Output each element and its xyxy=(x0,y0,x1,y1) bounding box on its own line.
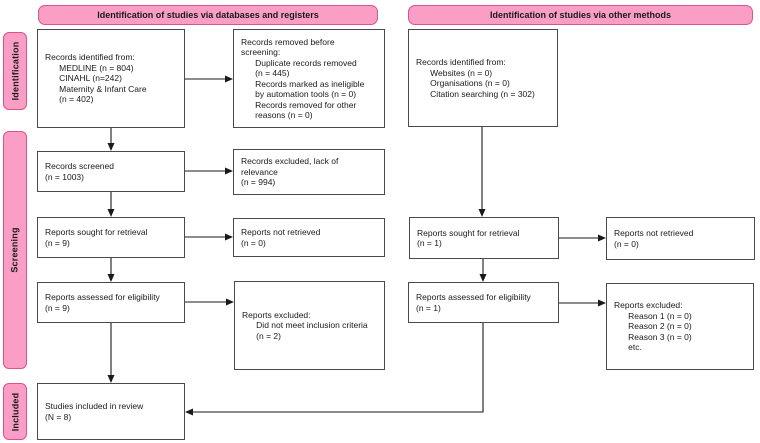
banner-other-methods: Identification of studies via other meth… xyxy=(408,5,753,25)
box-text-line: by automation tools (n = 0) xyxy=(241,89,357,99)
box-text-line: Reports assessed for eligibility xyxy=(416,292,531,302)
box-text-line: Reason 2 (n = 0) xyxy=(614,321,692,332)
box-reports-excluded-databases: Reports excluded: Did not meet inclusion… xyxy=(234,281,385,370)
box-reports-sought-other: Reports sought for retrieval(n = 1) xyxy=(409,217,559,259)
box-text-line: Reports sought for retrieval xyxy=(417,227,520,238)
phase-badge-screening: Screening xyxy=(3,131,27,369)
box-reports-sought-databases: Reports sought for retrieval(n = 9) xyxy=(37,217,185,258)
box-reports-not-retrieved-other: Reports not retrieved(n = 0) xyxy=(606,217,755,260)
box-text-line: Reports excluded: xyxy=(614,300,683,311)
box-records-identified-other: Records identified from: Websites (n = 0… xyxy=(408,29,558,127)
box-text-line: (n = 402) xyxy=(45,94,94,105)
box-records-screened: Records screened(n = 1003) xyxy=(37,151,185,192)
box-text-line: Reports not retrieved xyxy=(241,227,321,237)
box-studies-included: Studies included in review(N = 8) xyxy=(37,383,185,440)
box-text-line: (N = 8) xyxy=(45,411,72,422)
phase-label-included: Included xyxy=(10,392,21,431)
box-text-line: (n = 9) xyxy=(45,302,70,313)
box-reports-excluded-other: Reports excluded: Reason 1 (n = 0) Reaso… xyxy=(606,283,754,370)
box-text-line: (n = 1003) xyxy=(45,171,84,182)
phase-label-screening: Screening xyxy=(10,227,21,273)
box-text-line: Reason 3 (n = 0) xyxy=(614,331,692,342)
box-text-line: (n = 1) xyxy=(416,302,441,313)
box-text-line: MEDLINE (n = 804) xyxy=(45,62,134,73)
box-text-line: Reports not retrieved xyxy=(614,228,694,238)
box-text-line: (n = 2) xyxy=(242,330,281,341)
box-text-line: etc. xyxy=(614,342,642,353)
box-text-line: Did not meet inclusion criteria xyxy=(242,320,368,331)
box-text-line: (n = 994) xyxy=(241,177,276,188)
box-text-line: Records marked as ineligible xyxy=(241,78,365,89)
box-text-line: Organisations (n = 0) xyxy=(416,78,510,88)
box-text-line: Records identified from: xyxy=(45,52,135,63)
box-reports-assessed-databases: Reports assessed for eligibility(n = 9) xyxy=(37,282,185,323)
box-text-line: (n = 445) xyxy=(241,68,290,78)
box-text-line: Reports excluded: xyxy=(242,309,311,320)
phase-badge-identification: Identification xyxy=(3,32,27,110)
box-text-line: Reason 1 (n = 0) xyxy=(614,310,692,321)
box-records-identified-databases: Records identified from: MEDLINE (n = 80… xyxy=(37,29,185,128)
arrow-other-assessed-to-included xyxy=(185,323,484,416)
box-text-line: Records screened xyxy=(45,161,114,171)
box-reports-assessed-other: Reports assessed for eligibility(n = 1) xyxy=(408,282,559,323)
box-text-line: Reports assessed for eligibility xyxy=(45,292,160,302)
box-text-line: Duplicate records removed xyxy=(241,57,357,68)
box-text-line: reasons (n = 0) xyxy=(241,110,313,120)
box-text-line: Records removed before xyxy=(241,36,335,47)
box-text-line: Records removed for other xyxy=(241,99,357,110)
box-text-line: (n = 1) xyxy=(417,238,442,248)
box-text-line: Records identified from: xyxy=(416,57,506,67)
box-text-line: (n = 9) xyxy=(45,237,70,248)
box-text-line: Citation searching (n = 302) xyxy=(416,88,535,99)
phase-badge-included: Included xyxy=(3,383,27,440)
box-reports-not-retrieved-databases: Reports not retrieved(n = 0) xyxy=(233,218,385,257)
box-text-line: CINAHL (n=242) xyxy=(45,73,122,84)
box-text-line: Records excluded, lack of xyxy=(241,156,339,167)
box-text-line: relevance xyxy=(241,166,278,177)
phase-label-identification: Identification xyxy=(10,41,20,101)
box-text-line: (n = 0) xyxy=(614,238,639,249)
box-text-line: Websites (n = 0) xyxy=(416,67,493,78)
box-text-line: (n = 0) xyxy=(241,237,266,248)
box-text-line: Reports sought for retrieval xyxy=(45,227,148,237)
box-text-line: Studies included in review xyxy=(45,401,144,411)
box-text-line: screening: xyxy=(241,47,281,57)
banner-databases-registers: Identification of studies via databases … xyxy=(38,5,378,25)
box-text-line: Maternity & Infant Care xyxy=(45,83,147,94)
